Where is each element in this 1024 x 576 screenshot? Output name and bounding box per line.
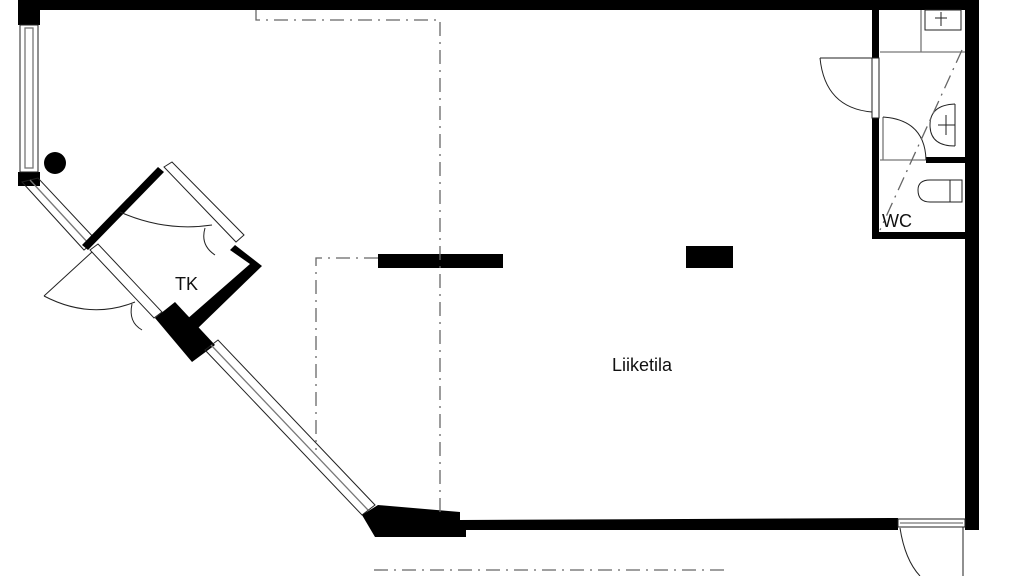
wall-right [965, 0, 979, 530]
window-diagonal-upper [21, 177, 97, 251]
wall-corner-left [18, 172, 40, 186]
door-wc [819, 57, 880, 119]
wall-partition [378, 254, 503, 268]
room-label-tk: TK [175, 274, 199, 294]
pillar [686, 246, 733, 268]
dashed-outlines [255, 10, 725, 571]
room-label-liiketila: Liiketila [612, 355, 673, 375]
door-entry [897, 518, 966, 576]
wall-tk-corner [155, 302, 215, 362]
column [44, 152, 66, 174]
wall-tk-right [186, 245, 262, 330]
window-left [19, 24, 39, 173]
door-tk-inner [119, 161, 245, 256]
wall-wc-divider [926, 157, 971, 163]
wc-fixtures [879, 9, 965, 231]
window-diagonal-front [204, 339, 376, 516]
room-label-wc: WC [882, 211, 912, 231]
wall-bottom [362, 505, 898, 537]
wall-wc-left-top [872, 0, 879, 58]
wall-top [18, 0, 978, 10]
wall-wc-left-bottom [872, 118, 879, 238]
wall-wc-bottom [872, 232, 972, 239]
wall-tk-top [82, 167, 164, 250]
door-tk-outer [43, 243, 163, 331]
wall-corner-top-left [18, 0, 40, 25]
